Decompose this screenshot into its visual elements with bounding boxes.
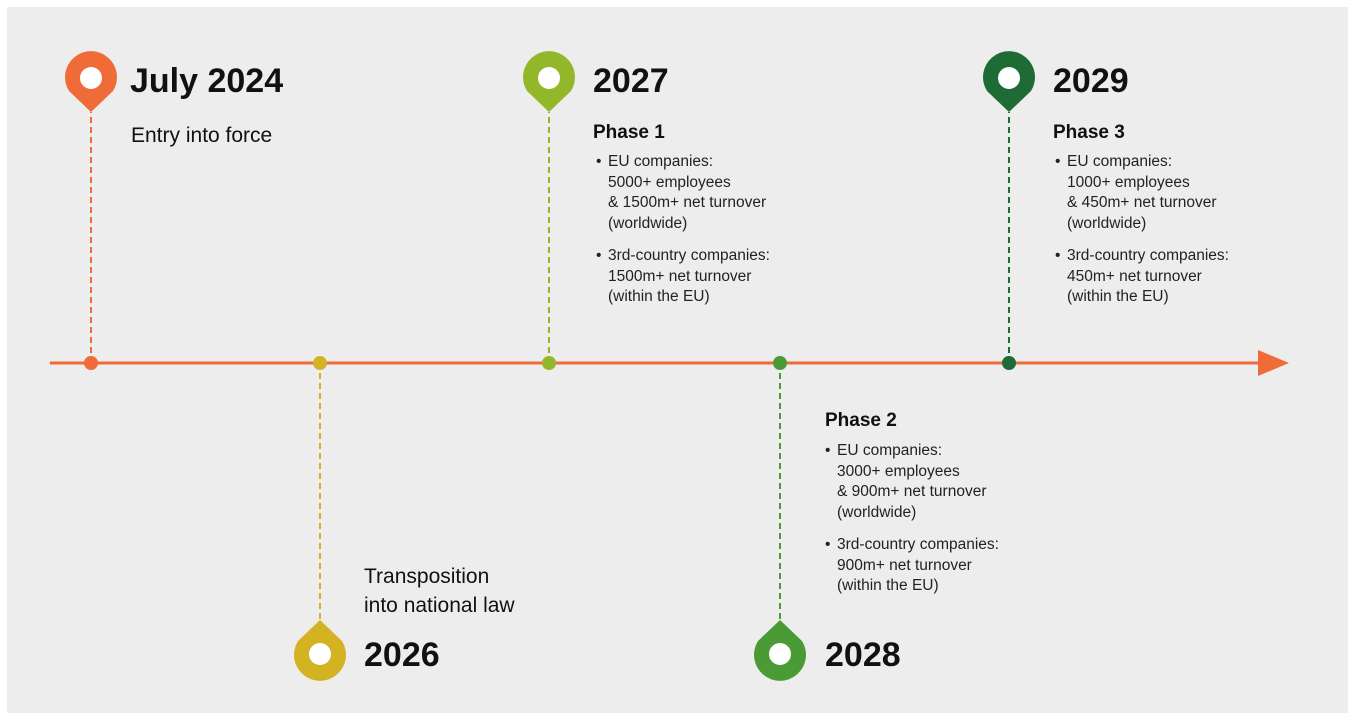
map-pin-icon xyxy=(754,620,807,681)
map-pin-icon xyxy=(523,51,575,112)
milestone-2028-year: 2028 xyxy=(825,636,901,674)
milestone-2029-dot xyxy=(1002,356,1016,370)
milestone-2028-bullets: EU companies: 3000+ employees & 900m+ ne… xyxy=(825,441,999,609)
milestone-2027-phase: Phase 1 xyxy=(593,122,665,143)
milestone-2029-bullets: EU companies: 1000+ employees & 450m+ ne… xyxy=(1055,152,1229,320)
milestone-2024-title: Entry into force xyxy=(131,124,273,147)
milestone-2029-phase: Phase 3 xyxy=(1053,122,1125,143)
bullet-item: 3rd-country companies: 450m+ net turnove… xyxy=(1055,246,1229,308)
bullet-item: EU companies: 5000+ employees & 1500m+ n… xyxy=(596,152,770,234)
milestone-2026-year: 2026 xyxy=(364,636,440,674)
bullet-item: EU companies: 1000+ employees & 450m+ ne… xyxy=(1055,152,1229,234)
map-pin-icon xyxy=(983,51,1035,112)
milestone-2026-title: Transposition into national law xyxy=(364,565,515,617)
milestone-2024-year: July 2024 xyxy=(130,62,284,100)
milestone-2028-dot xyxy=(773,356,787,370)
bullet-item: EU companies: 3000+ employees & 900m+ ne… xyxy=(825,441,999,523)
milestone-2027-dot xyxy=(542,356,556,370)
map-pin-icon xyxy=(65,51,117,112)
map-pin-icon xyxy=(294,620,347,681)
bullet-item: 3rd-country companies: 1500m+ net turnov… xyxy=(596,246,770,308)
milestone-2027-year: 2027 xyxy=(593,62,669,100)
milestone-2028-phase: Phase 2 xyxy=(825,410,897,431)
timeline-arrowhead xyxy=(1258,350,1289,376)
milestone-2024-dot xyxy=(84,356,98,370)
bullet-item: 3rd-country companies: 900m+ net turnove… xyxy=(825,535,999,597)
timeline-panel xyxy=(7,7,1348,713)
milestone-2029-year: 2029 xyxy=(1053,62,1129,100)
milestone-2027-bullets: EU companies: 5000+ employees & 1500m+ n… xyxy=(596,152,770,320)
milestone-2026-dot xyxy=(313,356,327,370)
